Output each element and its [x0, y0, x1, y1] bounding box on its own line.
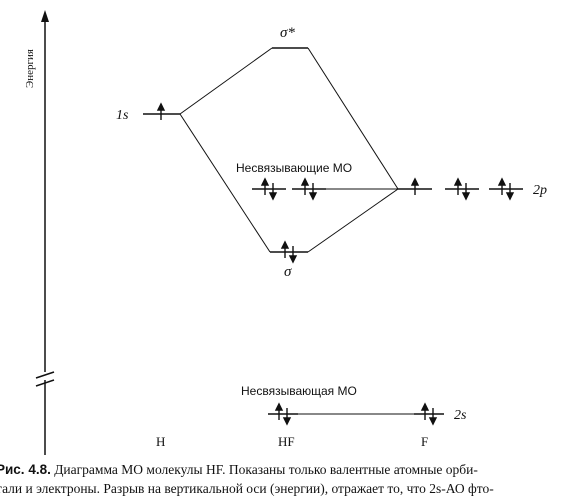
electron-down-icon: [428, 408, 438, 426]
electron-up-icon: [260, 177, 270, 195]
energy-axis: [35, 10, 55, 455]
f-to-sigma: [307, 188, 399, 253]
axis-label: Энергия: [24, 49, 36, 88]
axis-break-mark: [35, 371, 55, 379]
f-2s-label: 2s: [454, 408, 467, 423]
column-label-h: H: [156, 434, 165, 449]
sigma-star-label: σ*: [280, 25, 295, 41]
electron-up-icon: [156, 102, 166, 120]
h-to-sigma-star: [179, 47, 273, 115]
electron-up-icon: [497, 177, 507, 195]
electron-down-icon: [308, 183, 318, 201]
figure-caption: Рис. 4.8. Диаграмма МО молекулы HF. Пока…: [0, 460, 587, 500]
electron-down-icon: [288, 246, 298, 264]
caption-text-line2: тали и электроны. Разрыв на вертикальной…: [0, 481, 494, 496]
electron-up-icon: [300, 177, 310, 195]
electron-up-icon: [453, 177, 463, 195]
axis-break-mark: [35, 379, 55, 387]
nonbonding-mo-label: Несвязывающая МО: [241, 384, 357, 398]
electron-up-icon: [420, 402, 430, 420]
diagram-canvas: Энергия: [24, 10, 547, 455]
column-label-f: F: [421, 434, 428, 449]
h-to-sigma: [179, 113, 271, 253]
nonbonding-mos-label: Несвязывающие МО: [236, 161, 352, 175]
f-2p-label: 2p: [533, 183, 547, 198]
sigma-label: σ: [284, 264, 292, 280]
electron-down-icon: [268, 183, 278, 201]
axis-arrow-icon: [41, 10, 49, 22]
electron-down-icon: [282, 408, 292, 426]
caption-text: Диаграмма МО молекулы HF. Показаны тольк…: [50, 462, 478, 477]
electron-up-icon: [280, 240, 290, 258]
energy-levels: [143, 47, 523, 415]
correlation-lines: [179, 47, 414, 415]
electron-down-icon: [461, 183, 471, 201]
h-1s-label: 1s: [116, 108, 129, 123]
electron-up-icon: [410, 177, 420, 195]
electron-down-icon: [505, 183, 515, 201]
f-to-sigma-star: [307, 47, 399, 190]
electron-up-icon: [274, 402, 284, 420]
column-label-hf: HF: [278, 434, 295, 449]
electrons: [156, 102, 515, 426]
figure-number: Рис. 4.8.: [0, 462, 51, 477]
